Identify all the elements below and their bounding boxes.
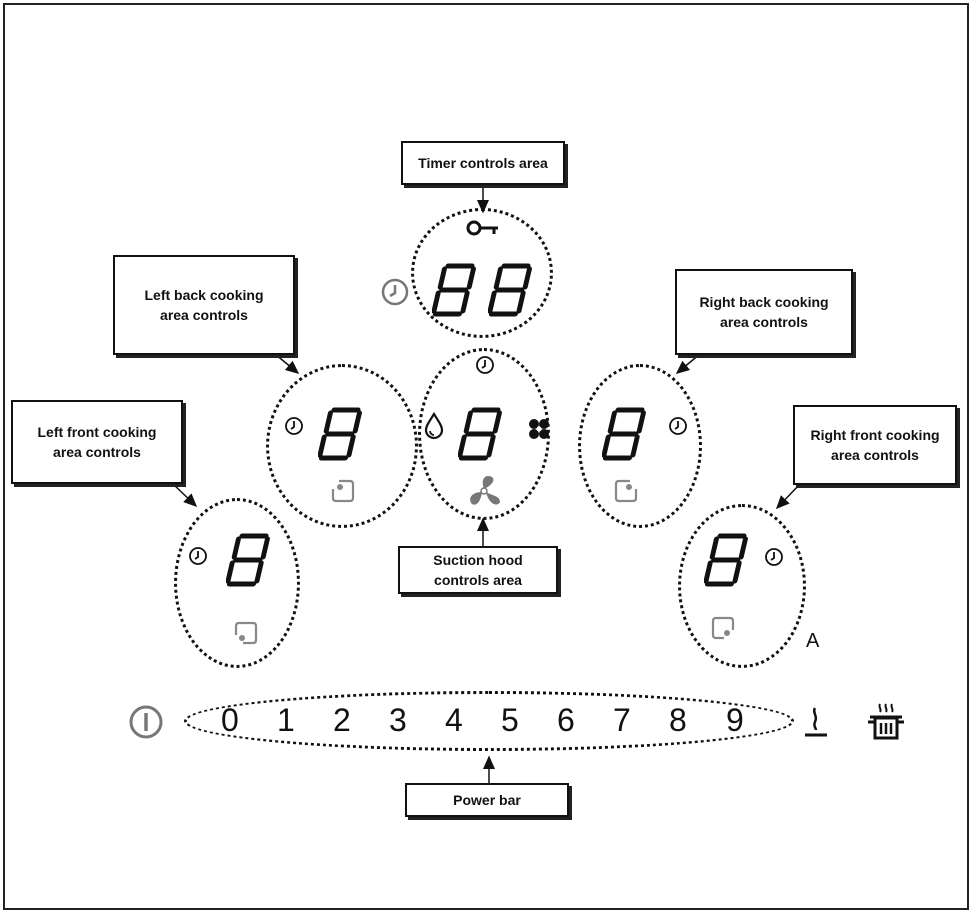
right-front-zone-icon[interactable] [710, 615, 736, 641]
power-level-2[interactable]: 2 [333, 702, 351, 738]
callout-timer: Timer controls area [401, 141, 565, 185]
right-front-digit [704, 533, 748, 587]
power-level-3[interactable]: 3 [389, 702, 407, 738]
callout-right-back: Right back cooking area controls [675, 269, 853, 355]
callout-suction: Suction hood controls area [398, 546, 558, 594]
left-back-clock-icon[interactable] [284, 416, 304, 436]
key-icon[interactable] [466, 218, 500, 238]
callout-left-back: Left back cooking area controls [113, 255, 295, 355]
timer-digit-tens [432, 263, 476, 317]
panel-frame [3, 3, 969, 910]
left-front-digit [226, 533, 270, 587]
callout-left-front: Left front cooking area controls [11, 400, 183, 484]
timer-clock-icon[interactable] [380, 277, 410, 307]
right-back-digit [602, 407, 646, 461]
callout-suction-text: Suction hood controls area [433, 552, 523, 588]
power-level-4[interactable]: 4 [445, 702, 463, 738]
right-back-area [578, 364, 702, 528]
power-level-5[interactable]: 5 [501, 702, 519, 738]
left-front-area [174, 498, 300, 668]
timer-digit-units [488, 263, 532, 317]
left-back-area [266, 364, 418, 528]
callout-right-front-text: Right front cooking area controls [810, 427, 940, 463]
right-back-clock-icon[interactable] [668, 416, 688, 436]
right-front-area [678, 504, 806, 668]
drop-icon[interactable] [423, 412, 445, 440]
power-level-7[interactable]: 7 [613, 702, 631, 738]
power-level-8[interactable]: 8 [669, 702, 687, 738]
suction-digit [458, 407, 502, 461]
left-back-digit [318, 407, 362, 461]
callout-right-front: Right front cooking area controls [793, 405, 957, 485]
left-front-zone-icon[interactable] [233, 620, 259, 646]
left-back-zone-icon[interactable] [330, 478, 356, 504]
power-level-1[interactable]: 1 [277, 702, 295, 738]
timer-area [411, 208, 553, 338]
left-front-clock-icon[interactable] [188, 546, 208, 566]
callout-power-bar: Power bar [405, 783, 569, 817]
callout-power-bar-text: Power bar [453, 792, 521, 808]
right-front-clock-icon[interactable] [764, 547, 784, 567]
auto-label[interactable]: A [806, 630, 820, 652]
power-level-6[interactable]: 6 [557, 702, 575, 738]
right-back-zone-icon[interactable] [613, 478, 639, 504]
fan-icon[interactable] [466, 474, 502, 508]
pot-boost-icon[interactable] [866, 702, 906, 742]
power-level-9[interactable]: 9 [726, 702, 744, 738]
callout-timer-text: Timer controls area [418, 155, 548, 171]
filter-icon[interactable] [527, 417, 551, 441]
keep-warm-icon[interactable] [802, 704, 830, 740]
power-level-0[interactable]: 0 [221, 702, 239, 738]
power-bar-area [184, 691, 794, 751]
callout-left-front-text: Left front cooking area controls [37, 424, 157, 460]
callout-left-back-text: Left back cooking area controls [144, 287, 264, 323]
power-icon[interactable] [128, 704, 164, 740]
suction-clock-icon[interactable] [475, 355, 495, 375]
callout-right-back-text: Right back cooking area controls [699, 294, 829, 330]
